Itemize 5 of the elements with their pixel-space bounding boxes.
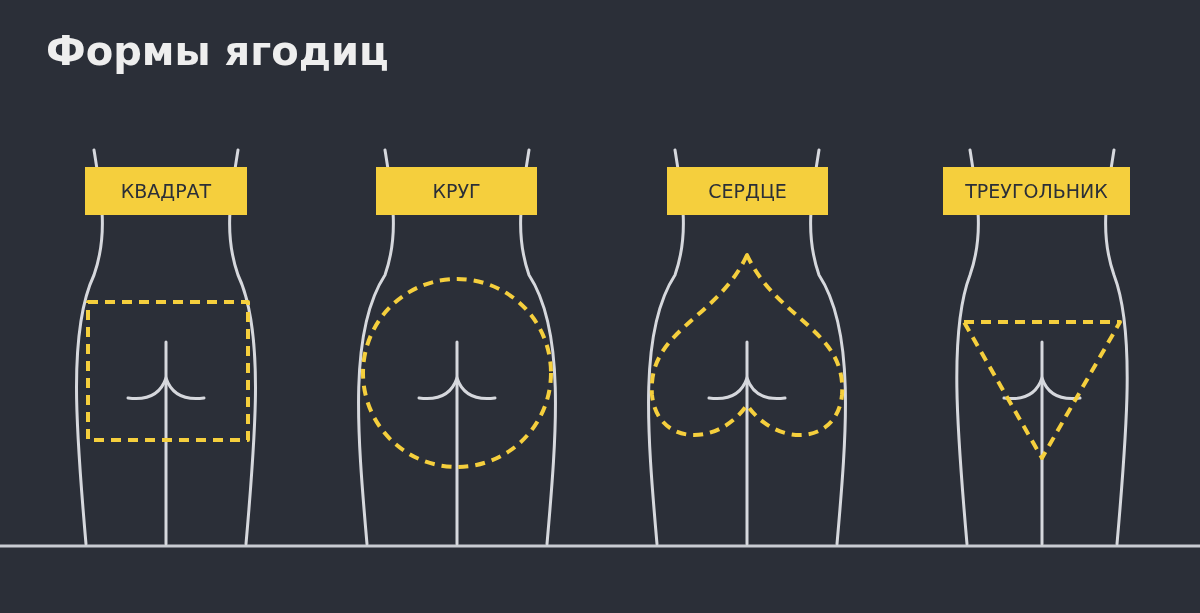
shape-label-tag: КРУГ (376, 167, 537, 215)
shape-label-tag: ТРЕУГОЛЬНИК (943, 167, 1130, 215)
shape-label-tag: СЕРДЦЕ (667, 167, 828, 215)
shape-label-tag: КВАДРАТ (85, 167, 247, 215)
title: Формы ягодиц (46, 28, 389, 74)
